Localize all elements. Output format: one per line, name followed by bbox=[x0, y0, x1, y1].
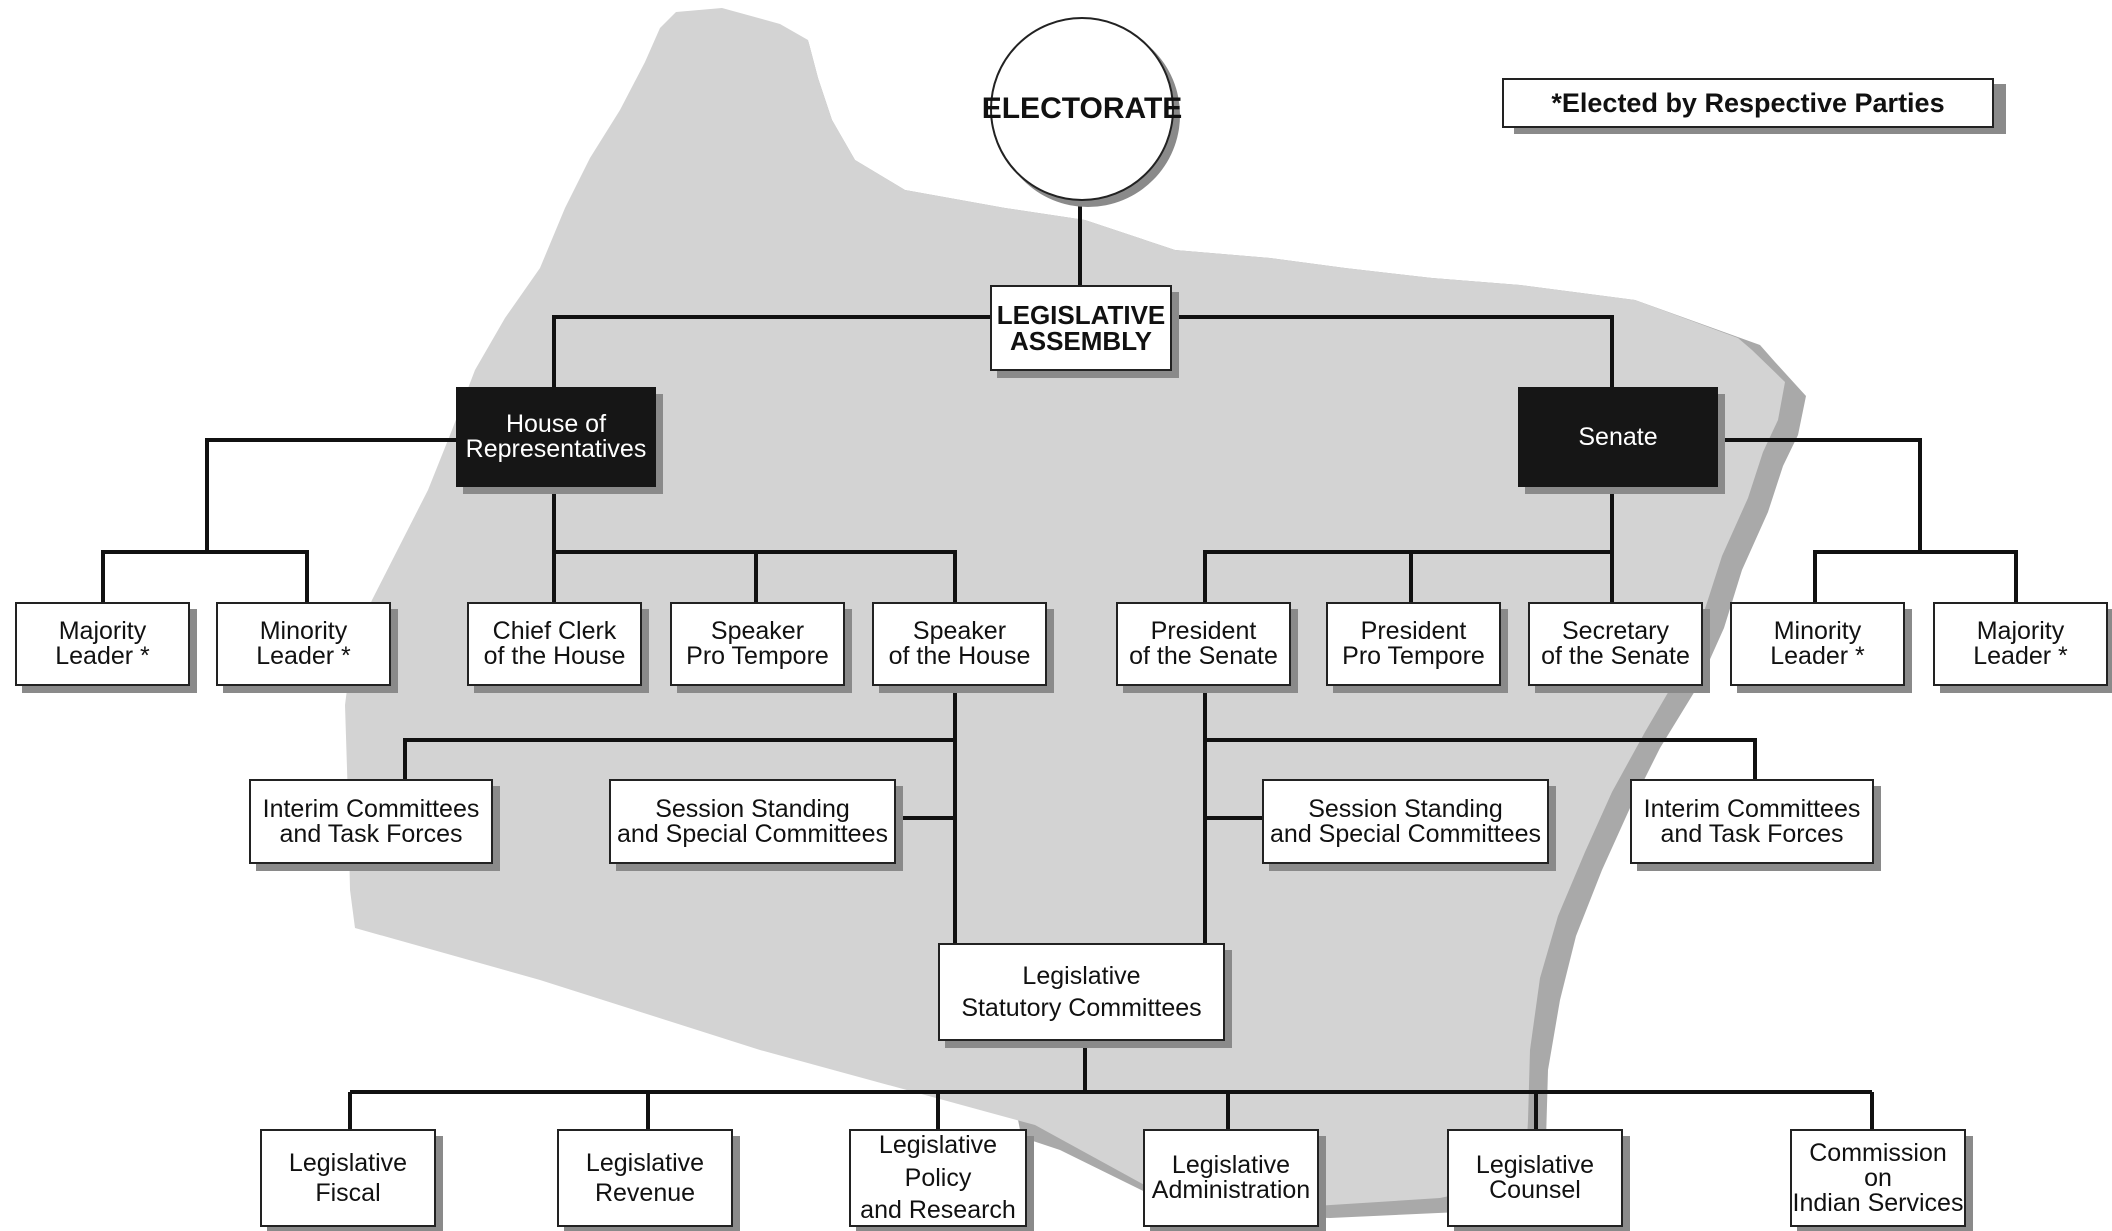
legislative-administration-node: Legislative Administration bbox=[1143, 1129, 1319, 1227]
chief-clerk-node: Chief Clerk of the House bbox=[467, 602, 642, 686]
house-officer-branches bbox=[552, 487, 957, 605]
legislative-counsel-node: Legislative Counsel bbox=[1447, 1129, 1623, 1227]
house-interim-committees-node: Interim Committees and Task Forces bbox=[249, 779, 493, 864]
legislative-revenue-node: Legislative Revenue bbox=[557, 1129, 733, 1227]
senate-minority-leader-node: Minority Leader * bbox=[1730, 602, 1905, 686]
legislative-policy-research-node: Legislative Policy and Research bbox=[849, 1129, 1027, 1227]
house-minority-leader-node: Minority Leader * bbox=[216, 602, 391, 686]
senate-president-pro-tempore-node: President Pro Tempore bbox=[1326, 602, 1501, 686]
president-of-the-senate-node: President of the Senate bbox=[1116, 602, 1291, 686]
commission-indian-services-node: Commission on Indian Services bbox=[1790, 1129, 1966, 1227]
electorate-node: ELECTORATE bbox=[982, 17, 1182, 201]
house-majority-leader-node: Majority Leader * bbox=[15, 602, 190, 686]
legislative-fiscal-node: Legislative Fiscal bbox=[260, 1129, 436, 1227]
state-map-shape bbox=[345, 8, 1785, 1210]
statutory-branches bbox=[348, 1042, 1874, 1130]
senate-interim-committees-node: Interim Committees and Task Forces bbox=[1630, 779, 1874, 864]
assembly-branches bbox=[552, 315, 1614, 390]
house-leader-branches bbox=[101, 438, 456, 605]
speaker-of-the-house-node: Speaker of the House bbox=[872, 602, 1047, 686]
senate-committee-branches bbox=[1203, 685, 1757, 945]
senate-officer-branches bbox=[1203, 487, 1614, 605]
legislative-assembly-node: LEGISLATIVE ASSEMBLY bbox=[990, 285, 1172, 371]
secretary-of-the-senate-node: Secretary of the Senate bbox=[1528, 602, 1703, 686]
senate-session-committees-node: Session Standing and Special Committees bbox=[1262, 779, 1549, 864]
house-of-representatives-node: House of Representatives bbox=[456, 387, 656, 487]
senate-node: Senate bbox=[1518, 387, 1718, 487]
house-committee-branches bbox=[403, 685, 957, 945]
senate-majority-leader-node: Majority Leader * bbox=[1933, 602, 2108, 686]
statutory-committees-node: Legislative Statutory Committees bbox=[938, 943, 1225, 1041]
legend-note: *Elected by Respective Parties bbox=[1502, 78, 1994, 128]
house-speaker-pro-tempore-node: Speaker Pro Tempore bbox=[670, 602, 845, 686]
senate-leader-branches bbox=[1718, 438, 2018, 605]
house-session-committees-node: Session Standing and Special Committees bbox=[609, 779, 896, 864]
